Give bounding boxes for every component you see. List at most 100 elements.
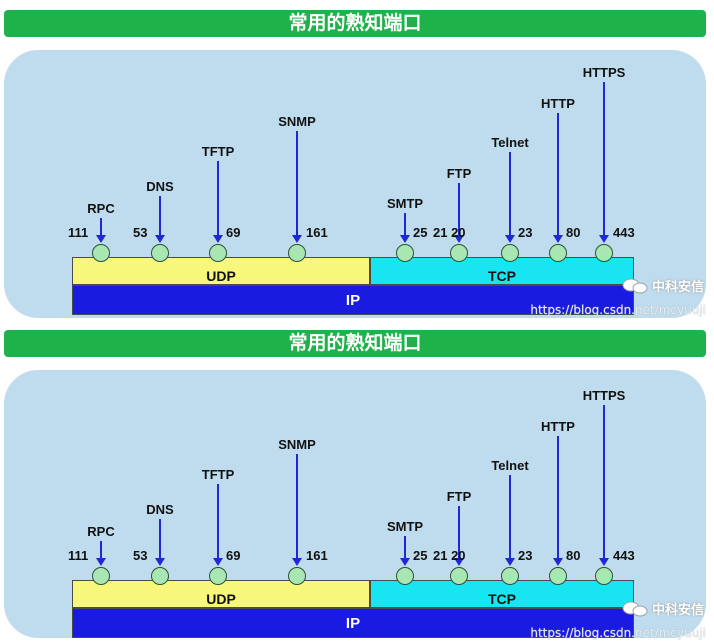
ip-label: IP [345,291,361,309]
udp-label: UDP [206,268,236,284]
arrow-down-icon [96,558,106,566]
udp-layer: UDP [72,257,370,285]
arrow-down-icon [454,235,464,243]
protocol-label-http: HTTP [541,96,575,111]
ip-layer: IP [72,608,634,638]
port-number-tftp: 69 [226,548,241,563]
port-node-smtp [396,244,414,262]
port-number-http: 80 [566,225,581,240]
arrow-stem-dns [159,196,161,236]
port-node-telnet [501,244,519,262]
arrow-down-icon [553,558,563,566]
protocol-label-snmp: SNMP [278,114,316,129]
port-number-telnet: 23 [518,548,533,563]
arrow-down-icon [213,235,223,243]
port-node-https [595,567,613,585]
arrow-down-icon [505,558,515,566]
arrow-stem-smtp [404,213,406,236]
arrow-stem-http [557,436,559,559]
port-node-tftp [209,244,227,262]
arrow-down-icon [599,235,609,243]
port-node-http [549,244,567,262]
arrow-down-icon [292,558,302,566]
protocol-label-telnet: Telnet [491,458,529,473]
protocol-label-telnet: Telnet [491,135,529,150]
watermark-text: 中科安信 [651,280,704,295]
port-node-telnet [501,567,519,585]
watermark-url: https://blog.csdn.net/mcyuuji [530,626,706,640]
protocol-label-https: HTTPS [582,388,626,403]
port-node-dns [151,244,169,262]
port-number-https: 443 [613,225,635,240]
protocol-label-snmp: SNMP [278,437,316,452]
arrow-stem-https [603,82,605,236]
protocol-label-dns: DNS [146,502,174,517]
arrow-down-icon [292,235,302,243]
arrow-stem-https [603,405,605,559]
protocol-label-http: HTTP [541,419,575,434]
arrow-down-icon [553,235,563,243]
port-node-smtp [396,567,414,585]
port-node-snmp [288,567,306,585]
arrow-down-icon [400,558,410,566]
port-number-smtp: 25 [413,548,428,563]
arrow-down-icon [155,558,165,566]
tcp-label: TCP [488,268,516,284]
watermark-brand: 中科安信 [622,276,704,295]
arrow-stem-tftp [217,161,219,236]
protocol-label-smtp: SMTP [386,196,424,211]
panel-title: 常用的熟知端口 [4,330,706,357]
port-number-smtp: 25 [413,225,428,240]
port-number-https: 443 [613,548,635,563]
arrow-down-icon [400,235,410,243]
protocol-label-smtp: SMTP [386,519,424,534]
port-number-dns: 53 [133,225,148,240]
port-number-snmp: 161 [306,548,328,563]
arrow-down-icon [213,558,223,566]
arrow-down-icon [599,558,609,566]
arrow-stem-ftp [458,183,460,236]
arrow-stem-telnet [509,152,511,236]
port-number-rpc: 111 [68,548,89,563]
tcp-layer: TCP [370,257,634,285]
port-node-http [549,567,567,585]
arrow-down-icon [454,558,464,566]
watermark-brand: 中科安信 [622,599,704,618]
protocol-label-rpc: RPC [87,201,115,216]
tcp-label: TCP [488,591,516,607]
port-node-rpc [92,244,110,262]
protocol-label-ftp: FTP [446,489,472,504]
port-number-telnet: 23 [518,225,533,240]
arrow-down-icon [155,235,165,243]
watermark-url: https://blog.csdn.net/mcyuuji [530,303,706,317]
wechat-icon [622,601,648,617]
protocol-label-tftp: TFTP [201,144,235,159]
protocol-label-dns: DNS [146,179,174,194]
arrow-stem-rpc [100,218,102,236]
tcp-layer: TCP [370,580,634,608]
port-number-snmp: 161 [306,225,328,240]
protocol-label-ftp: FTP [446,166,472,181]
port-number-ftp: 21 20 [433,548,466,563]
port-number-http: 80 [566,548,581,563]
port-number-ftp: 21 20 [433,225,466,240]
arrow-stem-snmp [296,131,298,236]
arrow-stem-smtp [404,536,406,559]
arrow-stem-http [557,113,559,236]
port-node-tftp [209,567,227,585]
arrow-stem-dns [159,519,161,559]
arrow-stem-rpc [100,541,102,559]
port-node-rpc [92,567,110,585]
arrow-stem-tftp [217,484,219,559]
port-number-rpc: 111 [68,225,89,240]
wechat-icon [622,278,648,294]
ip-label: IP [345,614,361,632]
port-node-ftp [450,567,468,585]
panel-title: 常用的熟知端口 [4,10,706,37]
ip-layer: IP [72,285,634,315]
protocol-label-tftp: TFTP [201,467,235,482]
port-node-dns [151,567,169,585]
watermark-text: 中科安信 [651,603,704,618]
port-node-https [595,244,613,262]
port-node-snmp [288,244,306,262]
